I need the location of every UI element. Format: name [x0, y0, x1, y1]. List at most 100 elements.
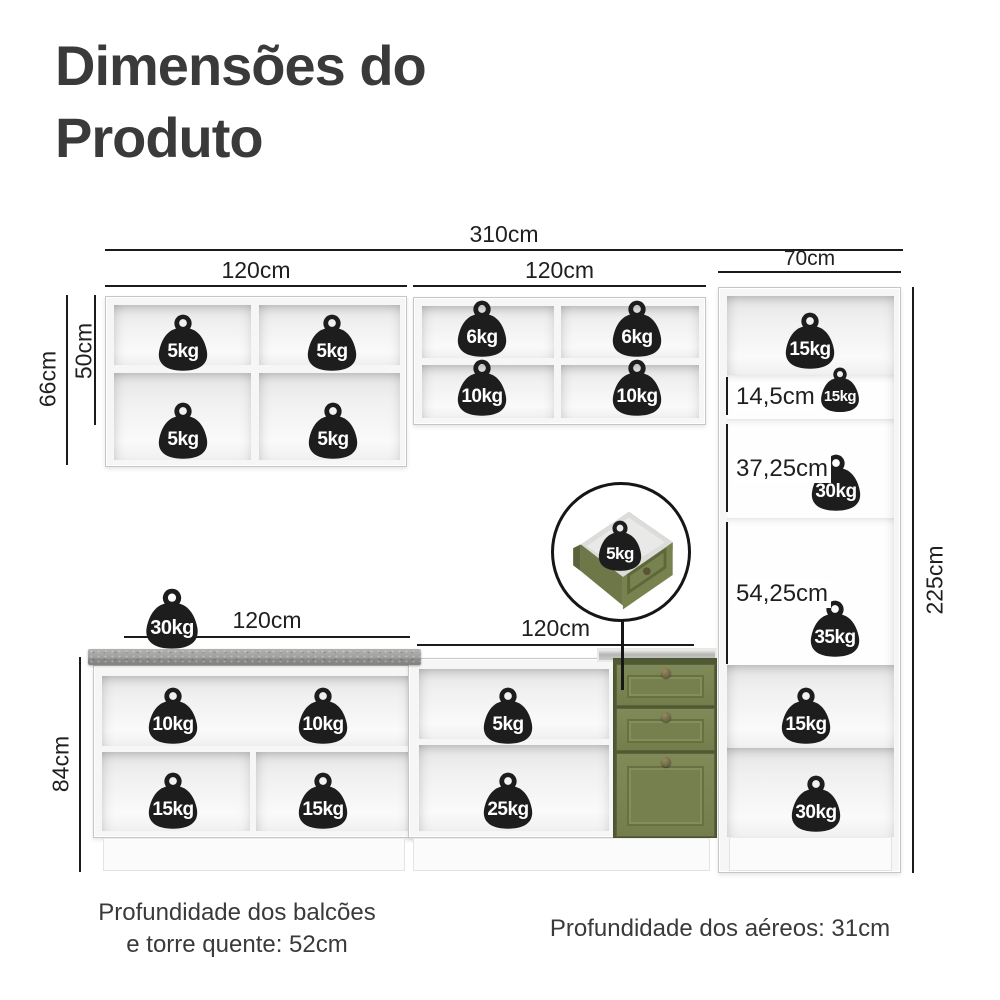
weight-icon: 30kg: [138, 588, 206, 650]
weight-icon: 30kg: [784, 775, 848, 833]
weight-icon: 15kg: [778, 312, 842, 370]
weight-label: 25kg: [487, 799, 529, 821]
weight-icon: 5kg: [301, 402, 365, 460]
green-drawer-unit: [613, 658, 717, 838]
weight-icon: 5kg: [300, 314, 364, 372]
dim-line-310: [105, 249, 903, 251]
weight-label: 6kg: [466, 327, 498, 349]
weight-icon: 5kg: [592, 520, 648, 572]
weight-icon: 35kg: [803, 600, 867, 658]
dim-line-120-upper-middle: [413, 285, 706, 287]
footnote-depth-counters: Profundidade dos balcões e torre quente:…: [57, 897, 417, 962]
footnote-depth-counters-line1: Profundidade dos balcões: [98, 899, 376, 926]
dim-line-50: [94, 295, 96, 425]
kettlebell-icon: [307, 314, 357, 371]
weight-icon: 25kg: [476, 772, 540, 830]
dim-label-84: 84cm: [47, 735, 74, 793]
weight-label: 10kg: [461, 386, 503, 408]
kettlebell-icon: [298, 687, 348, 744]
left-counter-plinth: [103, 838, 405, 871]
dim-label-70: 70cm: [783, 247, 836, 270]
kettlebell-icon: [457, 300, 507, 357]
weight-label: 6kg: [621, 327, 653, 349]
dim-line-84: [79, 657, 81, 872]
drawer-panel: [627, 719, 704, 743]
dim-label-120-upper-middle: 120cm: [524, 257, 595, 283]
weight-label: 5kg: [606, 544, 634, 564]
kettlebell-icon: [146, 588, 198, 649]
kettlebell-icon: [148, 687, 198, 744]
drawer-panel: [627, 675, 704, 698]
dim-line-14-5: [726, 377, 728, 415]
drawer-panel: [627, 766, 704, 826]
weight-icon: 6kg: [605, 300, 669, 358]
weight-icon: 10kg: [291, 687, 355, 745]
weight-label: 10kg: [152, 714, 194, 736]
weight-label: 30kg: [815, 481, 857, 503]
weight-icon: 15kg: [291, 772, 355, 830]
drawer: [616, 753, 715, 837]
drawer: [616, 664, 715, 706]
page-title-line2: Produto: [55, 105, 264, 169]
weight-label: 5kg: [167, 429, 199, 451]
weight-icon: 10kg: [605, 359, 669, 417]
weight-label: 30kg: [150, 617, 194, 640]
middle-counter-plinth: [413, 838, 710, 871]
weight-icon: 5kg: [151, 314, 215, 372]
dim-label-310: 310cm: [469, 221, 539, 247]
weight-icon: 15kg: [815, 367, 865, 413]
dim-label-14-5: 14,5cm: [733, 383, 818, 411]
footnote-depth-wall-cabinets: Profundidade dos aéreos: 31cm: [549, 915, 891, 942]
kettlebell-icon: [457, 359, 507, 416]
weight-label: 5kg: [167, 341, 199, 363]
kettlebell-icon: [148, 772, 198, 829]
dim-label-120-upper-left: 120cm: [221, 257, 291, 283]
weight-icon: 5kg: [151, 402, 215, 460]
weight-label: 30kg: [795, 802, 837, 824]
kettlebell-icon: [298, 772, 348, 829]
weight-icon: 10kg: [450, 359, 514, 417]
drawer-knob: [660, 668, 671, 678]
dim-label-37-25: 37,25cm: [733, 455, 832, 483]
weight-label: 15kg: [789, 339, 831, 361]
upper-left-cabinet: [105, 296, 407, 467]
kettlebell-icon: [785, 312, 835, 369]
dim-label-120-counter-middle: 120cm: [520, 615, 591, 641]
kettlebell-icon: [483, 772, 533, 829]
kettlebell-icon: [612, 359, 662, 416]
dim-label-120-counter-left: 120cm: [232, 607, 302, 633]
kettlebell-icon: [158, 402, 208, 459]
weight-label: 15kg: [823, 387, 857, 405]
dim-line-120-upper-left: [105, 285, 407, 287]
drawer-knob: [660, 757, 671, 767]
kettlebell-icon: [791, 775, 841, 832]
left-countertop: [88, 649, 421, 665]
dim-line-70: [718, 271, 901, 273]
weight-icon: 5kg: [476, 687, 540, 745]
callout-line: [621, 620, 624, 690]
weight-icon: 15kg: [774, 687, 838, 745]
kettlebell-icon: [483, 687, 533, 744]
kettlebell-icon: [821, 367, 859, 412]
weight-label: 5kg: [317, 429, 349, 451]
weight-label: 10kg: [302, 714, 344, 736]
page-title: Dimensões do Produto: [55, 30, 427, 173]
kettlebell-icon: [612, 300, 662, 357]
page-title-line1: Dimensões do: [55, 34, 427, 97]
weight-icon: 15kg: [141, 772, 205, 830]
dim-line-120-counter-middle: [417, 644, 694, 646]
weight-label: 15kg: [785, 714, 827, 736]
weight-label: 15kg: [302, 799, 344, 821]
tower-plinth: [729, 837, 892, 871]
dim-line-225: [912, 287, 914, 873]
footnote-depth-counters-line2: e torre quente: 52cm: [126, 931, 348, 959]
weight-label: 35kg: [814, 627, 856, 649]
kettlebell-icon: [598, 520, 642, 571]
dim-line-66: [66, 295, 68, 465]
drawer: [616, 708, 715, 751]
dim-line-54-25: [726, 522, 728, 664]
drawer-knob: [660, 712, 671, 722]
weight-label: 15kg: [152, 799, 194, 821]
weight-label: 10kg: [616, 386, 658, 408]
